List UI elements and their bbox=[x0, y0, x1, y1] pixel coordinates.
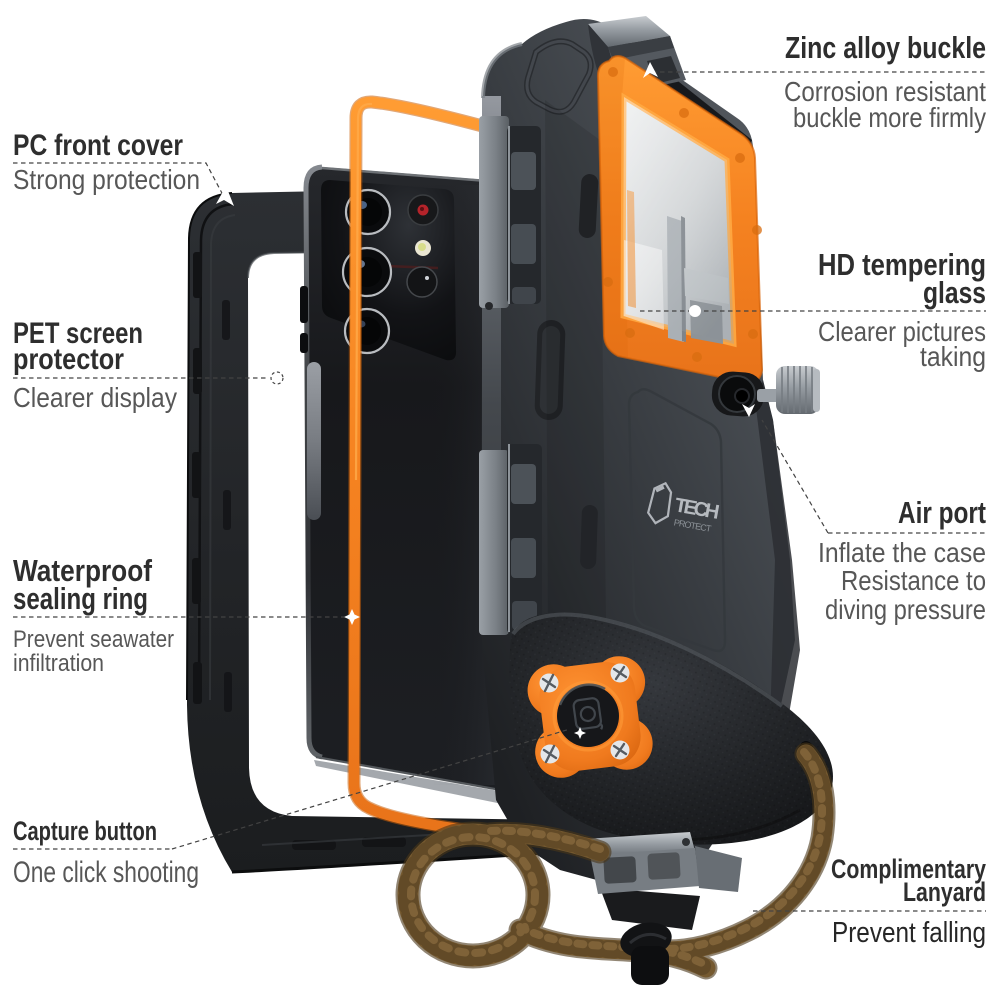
svg-text:Lanyard: Lanyard bbox=[903, 877, 986, 907]
svg-text:Waterproof: Waterproof bbox=[13, 553, 153, 588]
svg-text:Complimentary: Complimentary bbox=[831, 854, 986, 884]
svg-text:Inflate the case: Inflate the case bbox=[818, 537, 986, 568]
svg-text:Zinc alloy buckle: Zinc alloy buckle bbox=[785, 30, 986, 65]
svg-text:PC front cover: PC front cover bbox=[13, 129, 183, 162]
svg-text:Corrosion resistant: Corrosion resistant bbox=[784, 76, 986, 107]
svg-text:Prevent falling: Prevent falling bbox=[832, 917, 986, 949]
svg-text:taking: taking bbox=[920, 341, 986, 372]
svg-text:Air port: Air port bbox=[898, 495, 986, 530]
svg-text:Clearer display: Clearer display bbox=[13, 382, 177, 413]
svg-text:buckle more firmly: buckle more firmly bbox=[793, 102, 986, 133]
svg-text:glass: glass bbox=[923, 275, 986, 310]
svg-text:Capture button: Capture button bbox=[13, 816, 157, 846]
svg-text:Resistance to: Resistance to bbox=[841, 565, 986, 596]
svg-text:PET screen: PET screen bbox=[13, 317, 143, 350]
svg-text:diving pressure: diving pressure bbox=[825, 594, 986, 625]
svg-text:sealing ring: sealing ring bbox=[13, 581, 148, 616]
svg-text:Clearer pictures: Clearer pictures bbox=[818, 316, 986, 347]
svg-text:Prevent seawater: Prevent seawater bbox=[13, 626, 174, 653]
svg-text:Strong protection: Strong protection bbox=[13, 164, 200, 195]
svg-text:protector: protector bbox=[13, 343, 124, 376]
svg-text:HD tempering: HD tempering bbox=[818, 247, 986, 282]
svg-text:One click shooting: One click shooting bbox=[13, 856, 199, 889]
svg-text:infiltration: infiltration bbox=[13, 650, 104, 677]
